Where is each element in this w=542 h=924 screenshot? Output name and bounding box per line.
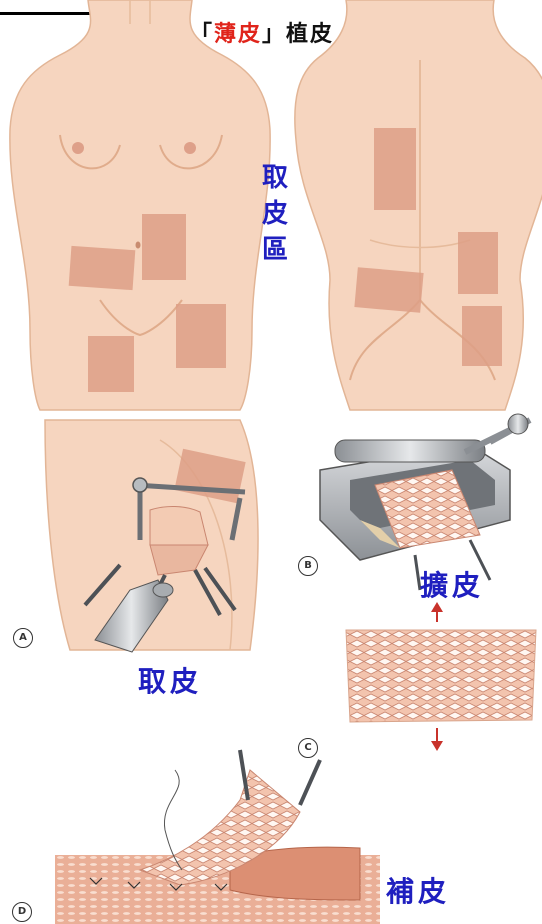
title-bracket-close: 」 <box>262 21 286 47</box>
graft-label: 補皮 <box>386 870 450 910</box>
panel-c-mesh-drawing <box>346 602 536 751</box>
harvest-label: 取皮 <box>138 660 202 700</box>
panel-c-marker: C <box>298 738 318 758</box>
donor-site-label: 取 皮 區 <box>258 160 292 268</box>
back-torso <box>295 0 542 410</box>
front-torso <box>10 0 270 410</box>
panel-a-marker: A <box>13 628 33 648</box>
panel-d-graft-drawing <box>55 750 380 924</box>
donor-label-char-3: 區 <box>258 232 292 268</box>
title-bracket-open: 「 <box>190 21 214 47</box>
page-title: 「薄皮」植皮 <box>190 16 334 48</box>
title-highlight: 薄皮 <box>214 21 262 47</box>
title-rest: 植皮 <box>286 21 334 47</box>
expand-label: 擴皮 <box>420 564 484 604</box>
donor-label-char-2: 皮 <box>258 196 292 232</box>
panel-b-marker: B <box>298 556 318 576</box>
donor-label-char-1: 取 <box>258 160 292 196</box>
panel-d-marker: D <box>12 902 32 922</box>
panel-a-harvest-drawing <box>45 420 258 652</box>
